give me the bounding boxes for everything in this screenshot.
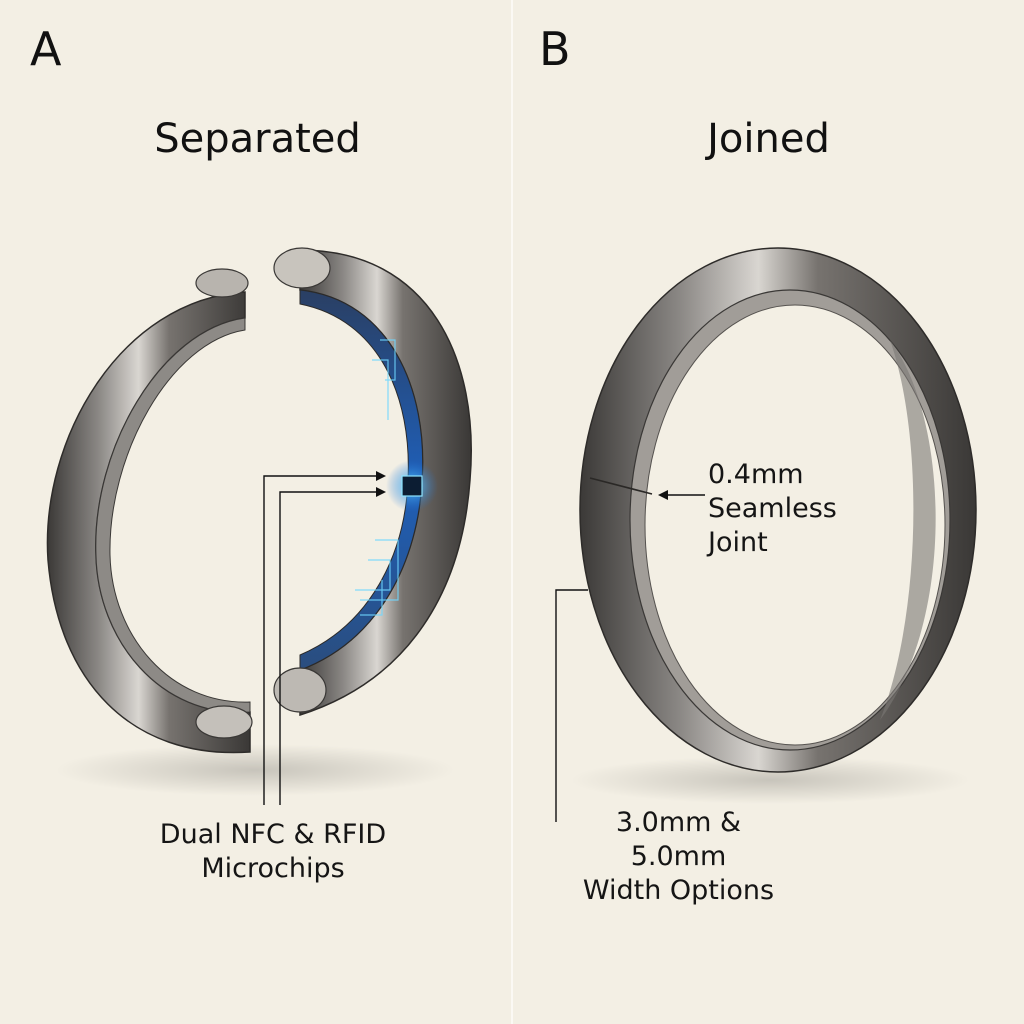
callout-microchips-line2: Microchips: [201, 853, 345, 884]
callout-joint: 0.4mm Seamless Joint: [708, 458, 837, 560]
ring-shadow: [570, 756, 970, 804]
ring-half-left: [46, 268, 253, 754]
callout-microchips-line1: Dual NFC & RFID: [159, 819, 387, 850]
panel-divider: [511, 0, 513, 1024]
circuit-traces: [355, 339, 399, 616]
ring-half-right: [273, 247, 472, 717]
microchip-icon: [401, 475, 423, 497]
panel-letter-b: B: [539, 22, 571, 76]
circuit-band: [299, 289, 424, 671]
ring-joined: [579, 247, 977, 773]
callout-joint-line1: 0.4mm: [708, 459, 804, 490]
callout-joint-line3: Joint: [708, 527, 768, 558]
callout-width: 3.0mm & 5.0mm Width Options: [566, 806, 791, 908]
chips-leader-lines: [263, 475, 382, 805]
panel-title-joined: Joined: [707, 116, 830, 162]
arrowhead-icon: [376, 487, 386, 497]
callout-joint-line2: Seamless: [708, 493, 837, 524]
callout-microchips: Dual NFC & RFID Microchips: [158, 818, 388, 886]
seam-line: [589, 477, 653, 495]
arrowhead-icon: [658, 490, 668, 500]
panel-title-separated: Separated: [154, 116, 361, 162]
arrowhead-icon: [376, 471, 386, 481]
panel-letter-a: A: [30, 22, 62, 76]
ring-shadow: [55, 744, 455, 796]
width-leader-line: [555, 589, 588, 822]
callout-width-line2: Width Options: [582, 875, 775, 906]
callout-width-line1: 3.0mm & 5.0mm: [615, 807, 742, 872]
